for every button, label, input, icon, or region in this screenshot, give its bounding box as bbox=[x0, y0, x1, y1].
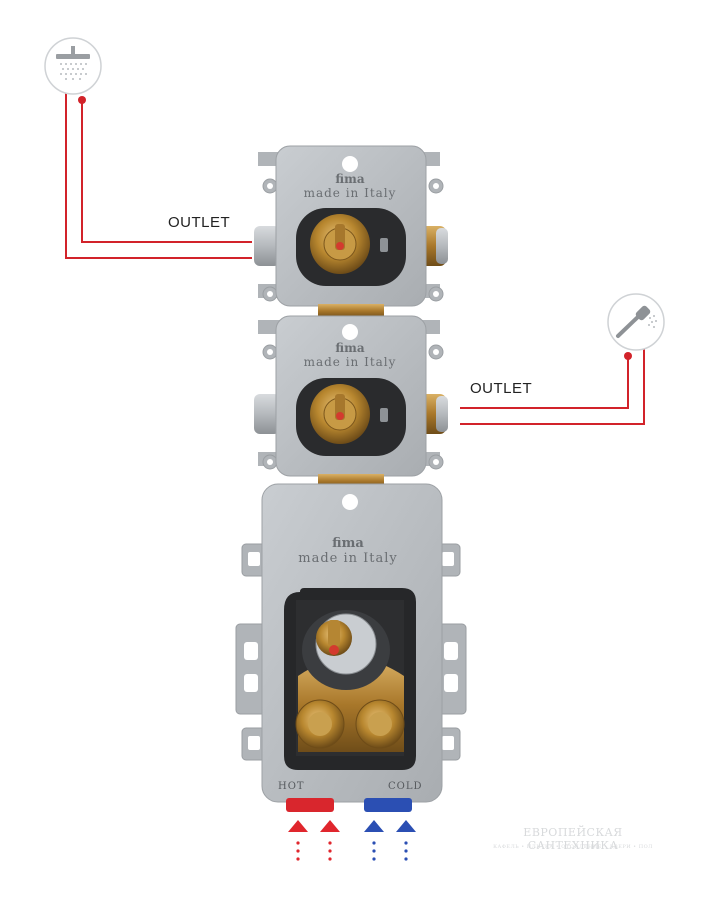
outlet-top-label: OUTLET bbox=[168, 214, 231, 231]
top-middle-connector bbox=[318, 304, 384, 318]
mixer-module-brand: fima made in Italy bbox=[288, 536, 408, 566]
watermark-subtitle: КАФЕЛЬ • ПЛИТКА • ОТОПЛЕНИЕ • ДВЕРИ • ПО… bbox=[493, 844, 653, 850]
middle-brand-name: fima bbox=[335, 341, 365, 355]
cold-inlet-cap bbox=[364, 798, 412, 812]
middle-brand-origin: made in Italy bbox=[303, 355, 397, 369]
top-brand-origin: made in Italy bbox=[303, 186, 397, 200]
top-diverter-module bbox=[254, 145, 448, 307]
rain-shower-head-icon bbox=[44, 37, 102, 95]
hot-port-label: HOT bbox=[278, 781, 305, 792]
blue-up-arrow-icon bbox=[364, 820, 416, 861]
cold-port-label: COLD bbox=[388, 781, 423, 792]
top-brand-name: fima bbox=[335, 172, 365, 186]
outlet-top-pipe bbox=[65, 92, 252, 259]
thermostatic-mixer-module bbox=[235, 483, 467, 812]
top-module-brand: fima made in Italy bbox=[300, 172, 400, 200]
outlet-right-pipe-end bbox=[624, 352, 632, 360]
mixer-brand-name: fima bbox=[332, 536, 364, 551]
hand-shower-icon bbox=[607, 293, 665, 351]
outlet-right-label: OUTLET bbox=[470, 380, 533, 397]
mixer-brand-origin: made in Italy bbox=[298, 551, 398, 566]
outlet-right-pipe bbox=[460, 346, 645, 425]
red-up-arrow-icon bbox=[288, 820, 340, 861]
middle-module-brand: fima made in Italy bbox=[300, 341, 400, 369]
watermark-title: ЕВРОПЕЙСКАЯ САНТЕХНИКА bbox=[523, 826, 623, 852]
middle-diverter-module bbox=[254, 315, 448, 477]
hot-inlet-cap bbox=[286, 798, 334, 812]
outlet-top-pipe-end bbox=[78, 96, 86, 104]
